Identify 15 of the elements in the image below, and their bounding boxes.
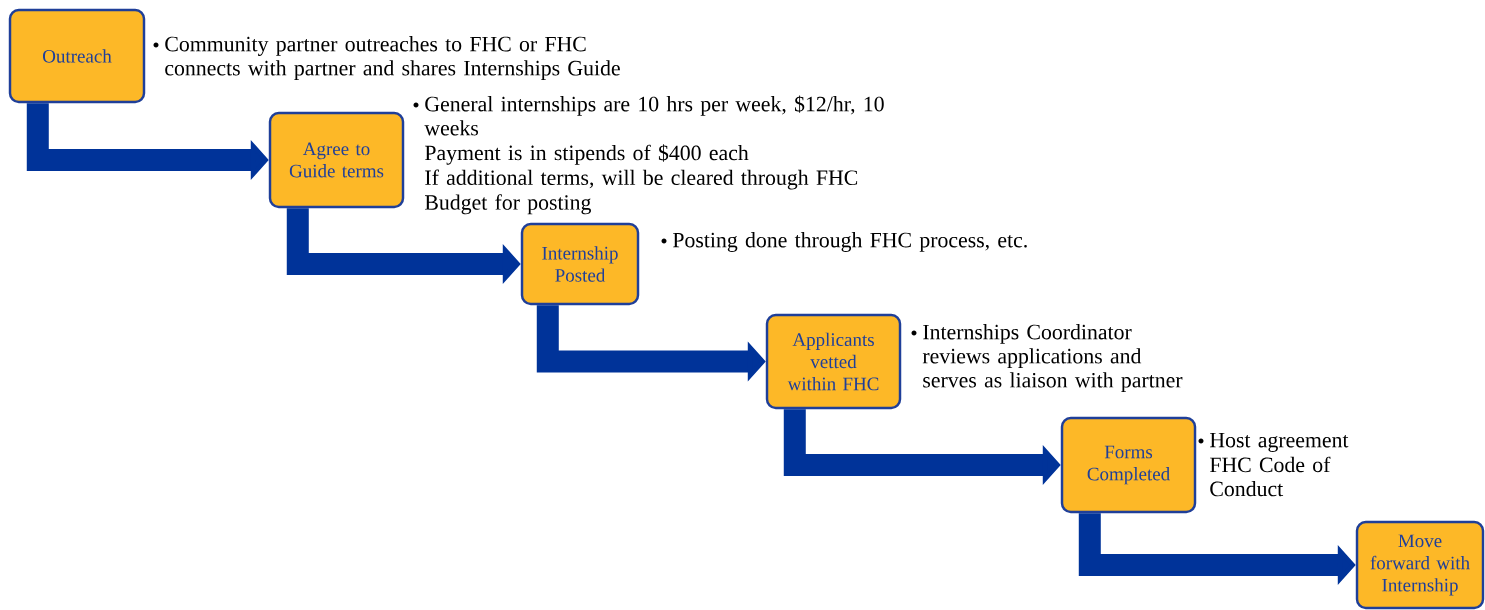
bullet-text: FHC Code of Conduct xyxy=(1210,456,1331,497)
bullet-text: Budget for posting xyxy=(425,194,591,215)
process-box: Outreach xyxy=(8,8,146,104)
bullet-text: Payment is in stipends of $400 each xyxy=(425,144,749,165)
bullet-text: If additional terms, will be cleared through FHC xyxy=(425,169,858,190)
process-box: Applicants vetted within FHC xyxy=(765,313,902,410)
bullet-text: Community partner outreaches to FHC or FHC connects with partner and shares Internships Guide xyxy=(165,36,620,80)
bullet-text: Posting done through FHC process, etc. xyxy=(673,232,1027,252)
process-box: Forms Completed xyxy=(1060,416,1197,514)
process-box: Move forward with Internship xyxy=(1355,520,1485,610)
bullet-text: General internships are 10 hrs per week, $12/hr, 10 weeks xyxy=(424,95,884,136)
bullet-text: Host agreement xyxy=(1210,432,1349,452)
process-box: Internship Posted xyxy=(520,222,640,306)
bullet-text: Internships Coordinator reviews applications and serves as liaison with partner xyxy=(922,324,1183,392)
process-box: Agree to Guide terms xyxy=(268,111,405,209)
